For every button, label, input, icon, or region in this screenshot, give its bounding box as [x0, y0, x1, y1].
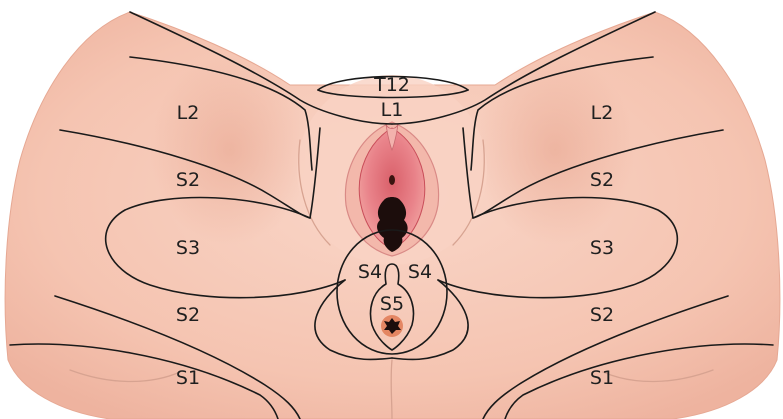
label-s2-lower-left: S2: [176, 304, 200, 326]
right-buttock-shading: [475, 55, 635, 245]
label-s3-left: S3: [176, 237, 200, 259]
label-l1: L1: [381, 99, 404, 121]
label-s1-right: S1: [590, 367, 614, 389]
label-s2-lower-right: S2: [590, 304, 614, 326]
urethral-orifice: [389, 175, 395, 185]
label-s2-upper-right: S2: [590, 169, 614, 191]
label-s1-left: S1: [176, 367, 200, 389]
label-s3-right: S3: [590, 237, 614, 259]
label-s5: S5: [380, 293, 404, 315]
label-s4-left: S4: [358, 261, 382, 283]
left-buttock-shading: [150, 55, 310, 245]
gluteal-cleft: [391, 360, 392, 419]
label-l2-right: L2: [591, 102, 614, 124]
label-t12: T12: [373, 74, 410, 96]
label-s4-right: S4: [408, 261, 432, 283]
label-l2-left: L2: [177, 102, 200, 124]
label-s2-upper-left: S2: [176, 169, 200, 191]
